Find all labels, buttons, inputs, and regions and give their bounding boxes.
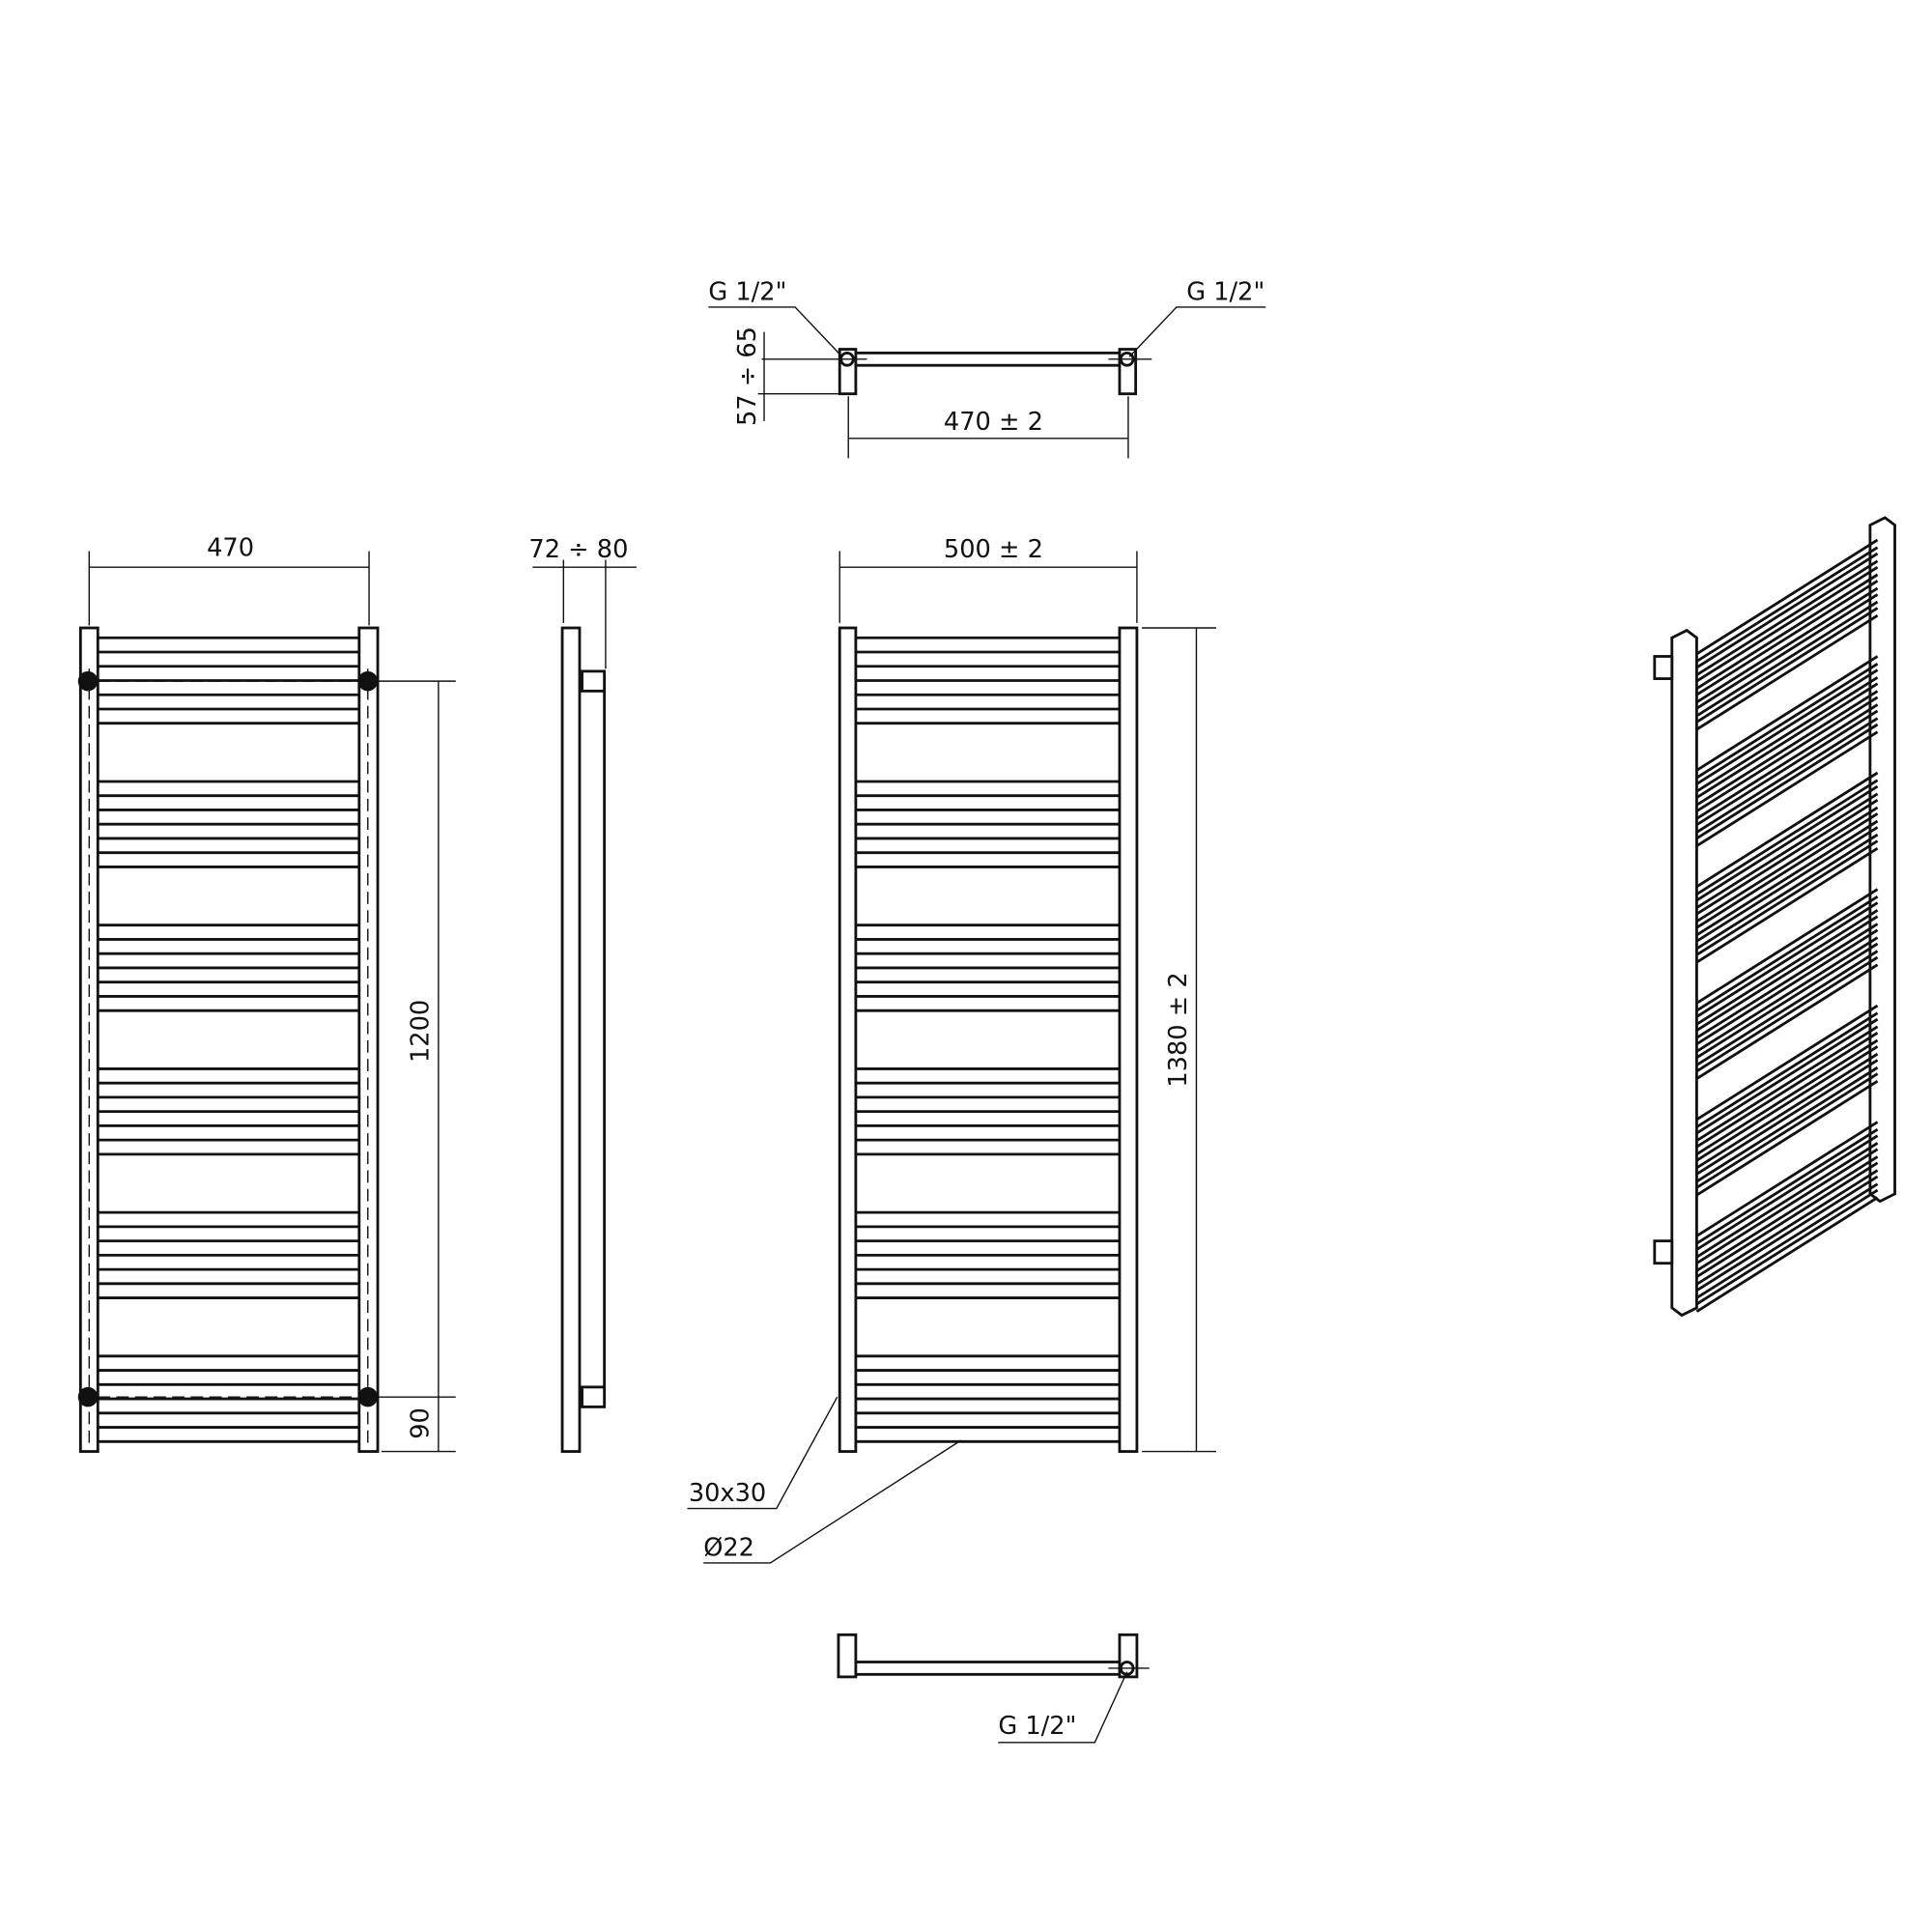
iso-bar-line xyxy=(1695,1121,1879,1237)
iso-bar-line xyxy=(1695,723,1879,840)
side-view: 72 ÷ 80 xyxy=(528,535,637,1453)
iso-bar-line xyxy=(1695,1065,1879,1183)
bottom-view: G 1/2" xyxy=(837,1633,1150,1744)
iso-bar-line xyxy=(1695,1045,1879,1162)
profile-label: 30x30 xyxy=(689,1479,766,1508)
iso-bar-line xyxy=(1695,1155,1879,1272)
iso-bar-line xyxy=(1695,812,1879,929)
iso-bar-line xyxy=(1695,600,1879,718)
iso-bar-line xyxy=(1695,1169,1879,1286)
iso-bar-line xyxy=(1695,955,1879,1073)
iso-bar-line xyxy=(1695,847,1879,964)
isometric-view xyxy=(1653,516,1896,1318)
iso-bar-line xyxy=(1695,963,1879,1080)
iso-bar-line xyxy=(1695,1148,1879,1264)
iso-bar-line xyxy=(1695,923,1879,1039)
iso-bar-line xyxy=(1695,915,1879,1032)
iso-bar-line xyxy=(1695,839,1879,956)
iso-bar-line xyxy=(1695,1004,1879,1122)
iso-bar-line xyxy=(1695,909,1879,1026)
iso-bar-line xyxy=(1695,546,1879,663)
iso-bar-line xyxy=(1695,1052,1879,1170)
wall-distance-label: 57 ÷ 65 xyxy=(733,327,762,426)
iso-bar-line xyxy=(1695,676,1879,793)
iso-bar-line xyxy=(1695,1128,1879,1245)
iso-bar-line xyxy=(1695,538,1879,656)
iso-bar-line xyxy=(1695,696,1879,812)
overall-width-label: 500 ± 2 xyxy=(944,535,1043,564)
tube-label: Ø22 xyxy=(703,1533,754,1562)
bottom-offset-label: 90 xyxy=(407,1407,436,1439)
iso-bar-line xyxy=(1695,580,1879,696)
iso-bar-line xyxy=(1695,573,1879,691)
iso-bar-line xyxy=(1695,1142,1879,1259)
top-view: G 1/2" G 1/2" 470 ± 2 57 ÷ 65 xyxy=(708,277,1266,459)
iso-bar-line xyxy=(1695,1038,1879,1156)
top-conn-right-label: G 1/2" xyxy=(1186,277,1264,306)
iso-bar-line xyxy=(1695,1080,1879,1197)
iso-bar-line xyxy=(1695,552,1879,669)
iso-bar-line xyxy=(1695,771,1879,889)
iso-bar-line xyxy=(1695,1072,1879,1189)
iso-bar-line xyxy=(1695,709,1879,827)
iso-bar-line xyxy=(1695,1188,1879,1306)
iso-bar-line xyxy=(1695,833,1879,951)
iso-bar-line xyxy=(1695,1161,1879,1278)
top-conn-left-label: G 1/2" xyxy=(708,277,786,306)
iso-bar-line xyxy=(1695,668,1879,785)
iso-bar-line xyxy=(1695,690,1879,807)
iso-bar-line xyxy=(1695,593,1879,710)
iso-bar-line xyxy=(1695,1182,1879,1299)
iso-bar-line xyxy=(1695,613,1879,731)
iso-bar-line xyxy=(1695,942,1879,1060)
top-width-label: 470 ± 2 xyxy=(944,408,1043,437)
iso-bar-line xyxy=(1695,950,1879,1066)
iso-bar-line xyxy=(1695,1175,1879,1293)
iso-bar-line xyxy=(1695,784,1879,902)
iso-bar-line xyxy=(1695,607,1879,724)
iso-bar-line xyxy=(1695,888,1879,1005)
iso-bar-line xyxy=(1695,682,1879,799)
axis-width-label: 470 xyxy=(207,534,254,563)
iso-bar-line xyxy=(1695,703,1879,820)
iso-bar-line xyxy=(1695,1017,1879,1135)
iso-bar-line xyxy=(1695,806,1879,923)
iso-bar-line xyxy=(1695,1134,1879,1251)
front-view: 500 ± 2 1380 ± 2 30x30 Ø22 xyxy=(687,535,1216,1564)
iso-bar-line xyxy=(1695,586,1879,704)
axis-height-label: 1200 xyxy=(407,1000,436,1063)
bottom-conn-label: G 1/2" xyxy=(998,1712,1076,1741)
iso-bar-line xyxy=(1695,717,1879,834)
iso-bar-line xyxy=(1695,1011,1879,1128)
axis-view: 470 1200 90 xyxy=(77,534,456,1453)
iso-bar-line xyxy=(1695,792,1879,909)
iso-bar-line xyxy=(1695,799,1879,916)
iso-bar-line xyxy=(1695,1032,1879,1149)
iso-bar-line xyxy=(1695,826,1879,943)
iso-bar-line xyxy=(1695,928,1879,1045)
iso-bar-line xyxy=(1695,730,1879,847)
overall-height-label: 1380 ± 2 xyxy=(1164,972,1193,1087)
iso-bar-line xyxy=(1695,819,1879,937)
iso-bar-line xyxy=(1695,1196,1879,1313)
iso-bar-line xyxy=(1695,895,1879,1012)
depth-label: 72 ÷ 80 xyxy=(528,535,628,564)
iso-bar-line xyxy=(1695,1059,1879,1176)
iso-bar-line xyxy=(1695,655,1879,772)
iso-bar-line xyxy=(1695,559,1879,676)
iso-bar-line xyxy=(1695,1025,1879,1142)
iso-bar-line xyxy=(1695,662,1879,780)
iso-bar-line xyxy=(1695,779,1879,895)
iso-bar-line xyxy=(1695,901,1879,1018)
iso-bar-line xyxy=(1695,936,1879,1053)
iso-bar-line xyxy=(1695,565,1879,683)
